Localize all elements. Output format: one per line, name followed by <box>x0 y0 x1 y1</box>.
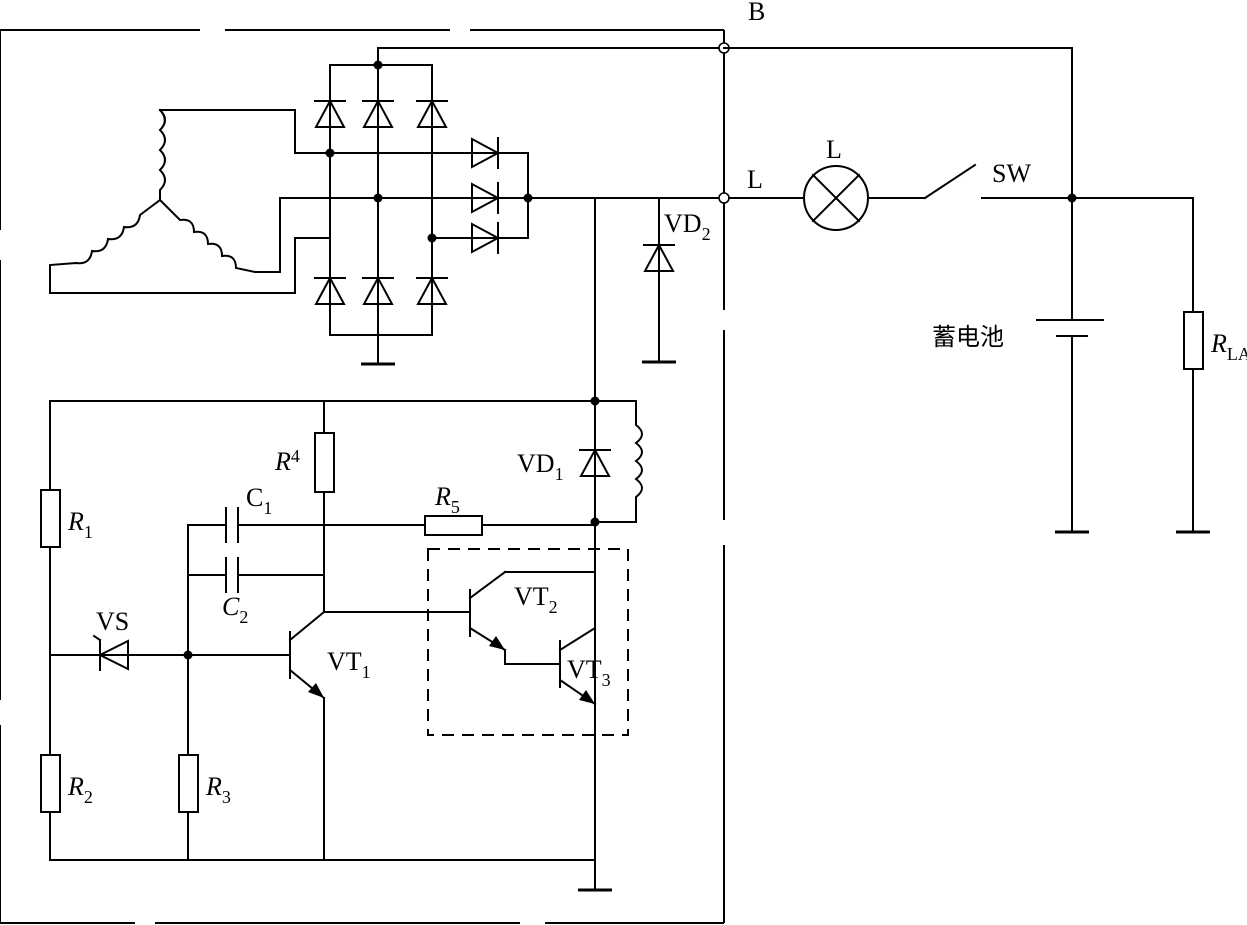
field-winding <box>49 197 643 861</box>
r4-label: R4 <box>274 446 300 476</box>
r1-label: R1 <box>67 507 93 542</box>
r5-label: R5 <box>434 482 460 517</box>
vd1-label: VD1 <box>517 449 564 484</box>
bridge-rectifier <box>313 47 725 366</box>
regulator-enclosure <box>0 29 725 924</box>
vt1-label: VT1 <box>327 647 371 682</box>
stator-windings <box>49 108 379 294</box>
vt3-label: VT3 <box>567 655 611 690</box>
vd2-label: VD2 <box>664 209 711 244</box>
c2-label: C2 <box>222 592 248 627</box>
terminal-l-label: L <box>747 165 763 194</box>
r3-label: R3 <box>205 772 231 807</box>
vs-label: VS <box>96 607 129 636</box>
battery-label: 蓄电池 <box>932 323 1004 351</box>
control-circuit <box>40 400 629 892</box>
terminal-b-label: B <box>748 0 765 26</box>
r2-label: R2 <box>67 772 93 807</box>
diode-vd2 <box>640 197 678 364</box>
switch-label: SW <box>992 159 1031 188</box>
c1-label: C1 <box>246 483 272 518</box>
terminal-l <box>718 192 730 204</box>
external-circuit <box>723 47 1212 534</box>
load-resistor-label: RLA <box>1210 329 1247 364</box>
lamp-label: L <box>826 135 842 164</box>
vt2-label: VT2 <box>514 582 558 617</box>
